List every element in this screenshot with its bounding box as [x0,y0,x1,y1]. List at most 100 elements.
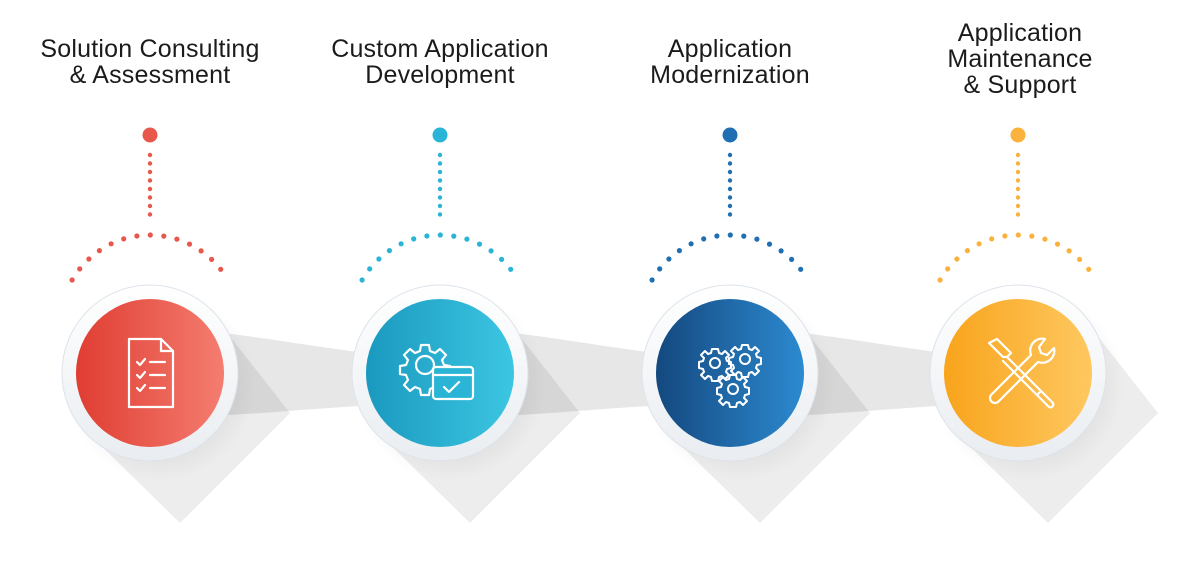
step-title-line: Solution Consulting [40,35,260,63]
dotted-line-dot [147,161,153,166]
arc-dot [649,277,655,283]
dotted-line-dot [147,169,153,175]
dotted-line-dot [1015,169,1021,175]
arc-dot [359,277,365,283]
arc-dot [367,266,373,272]
arc-dot [488,248,494,254]
node-disc [76,299,224,447]
step-maintenance: Application Maintenance & Support [875,0,1165,566]
dotted-line-dot [437,203,443,209]
arc-dot [778,248,784,254]
node-disc [656,299,804,447]
arc-dot [464,236,470,242]
arc-dot [989,236,995,242]
arc-dot [508,266,514,272]
arc-dot [676,248,683,254]
dotted-line-dot [437,169,443,175]
arc-dot [714,233,720,239]
arc-dot [174,236,180,242]
arc-dot [727,232,733,238]
timeline-dot [1010,127,1026,143]
step-title-line: Modernization [650,61,810,89]
step-title-line: Application [667,35,793,63]
dotted-line-dot [1015,203,1021,209]
dotted-line-dot [727,186,733,192]
arc-dot [657,266,663,272]
arc-dot [161,233,167,239]
arc-dot [1066,248,1072,254]
arc-dot [476,241,483,247]
arc-dot [86,256,92,262]
dotted-line-dot [1015,178,1021,183]
wrench-screwdriver-icon [987,337,1056,409]
arc-dot [1029,233,1035,239]
arc-dot [741,233,747,239]
arc-dot [1077,256,1083,262]
step-modernization: Application Modernization [585,0,875,566]
step-title: Custom Application Development [295,36,585,88]
arc-dot [398,241,404,247]
arc-dot [186,241,193,247]
timeline-dot [722,127,738,143]
step-title-line: Maintenance [947,45,1093,73]
dotted-line-dot [727,161,733,166]
step-title-line: & Support [963,71,1077,99]
step-development: Custom Application Development [295,0,585,566]
dotted-line-dot [437,186,443,192]
arc-dot [218,266,224,272]
dotted-line-dot [1015,152,1021,158]
step-title: Application Modernization [585,36,875,88]
dotted-line-dot [727,169,733,175]
dotted-line-dot [147,203,153,209]
gears-cluster-icon [698,344,762,408]
arc-dot [209,256,215,262]
arc-dot [121,236,127,242]
step-consulting: Solution Consulting & Assessment [5,0,295,566]
step-title-line: Development [365,61,515,89]
dotted-line-dot [727,195,733,200]
step-title-line: Application [957,19,1083,47]
arc-dot [976,241,982,247]
arc-dot [108,241,114,247]
arc-dot [96,248,102,254]
dotted-line-dot [727,212,733,217]
step-title-line: Custom Application [331,35,549,63]
dotted-line-dot [147,195,153,200]
gear-window-check-icon [398,343,475,401]
dotted-line-dot [1015,161,1021,166]
dotted-line-dot [437,161,443,166]
arc-dot [945,266,951,272]
timeline-dot [142,127,158,143]
step-node-consulting [61,127,290,523]
dotted-line-dot [437,178,443,183]
arc-dot [937,277,943,283]
step-title: Application Maintenance & Support [875,20,1165,98]
timeline-dot [432,127,448,143]
dotted-line-dot [1015,212,1021,217]
arc-dot [451,233,457,239]
dotted-line-dot [727,152,733,158]
arc-dot [766,241,773,247]
arc-dot [1042,236,1048,242]
arc-dot [411,236,417,242]
checklist-document-icon [127,337,175,409]
arc-dot [789,256,795,262]
arc-dot [69,277,75,283]
arc-dot [754,236,760,242]
arc-dot [701,236,707,242]
step-node-modernization [641,127,870,523]
arc-dot [666,256,672,262]
arc-dot [1054,241,1061,247]
dotted-line-dot [1015,195,1021,200]
arc-dot [1086,266,1092,272]
arc-dot [1015,232,1021,238]
dotted-line-dot [147,178,153,183]
dotted-line-dot [147,186,153,192]
step-title-line: & Assessment [69,61,231,89]
arc-dot [77,266,83,272]
arc-dot [964,248,971,254]
dotted-line-dot [437,152,443,158]
dotted-line-dot [727,203,733,209]
